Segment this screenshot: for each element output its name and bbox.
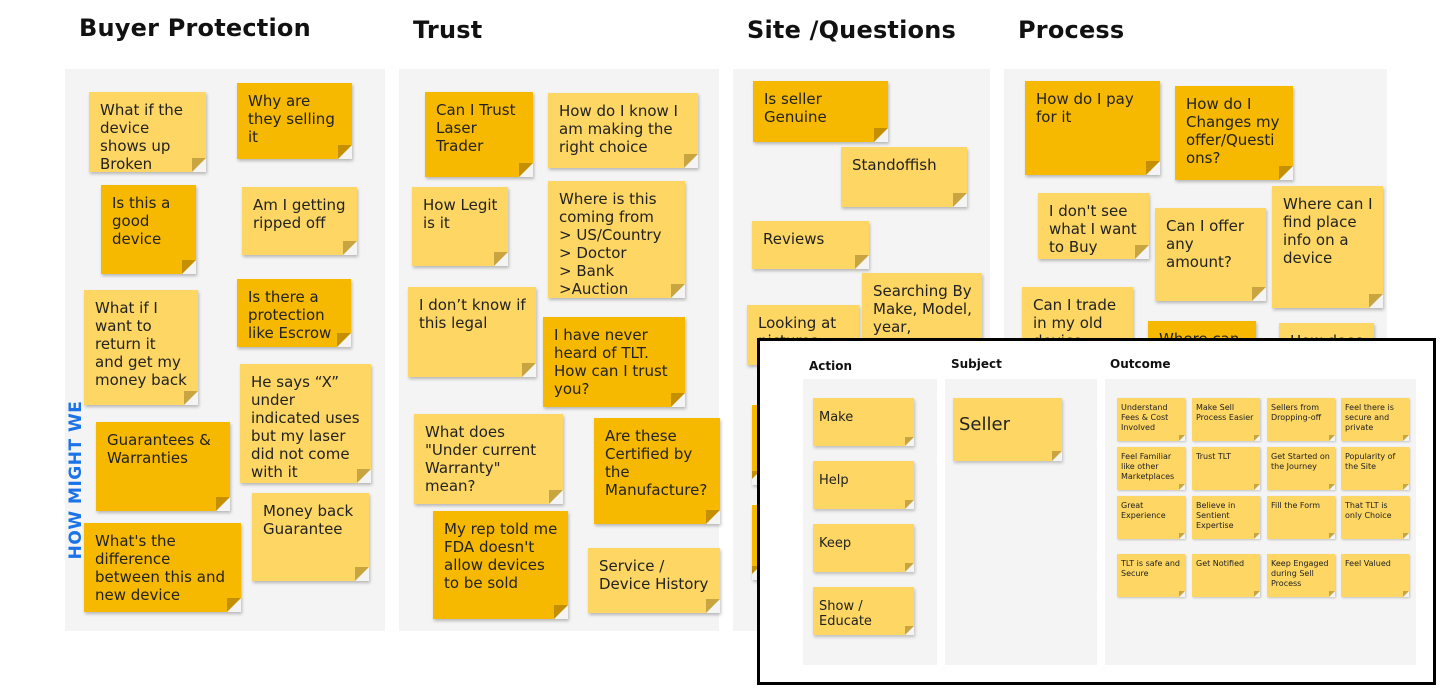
outcome-note[interactable]: Fill the Form <box>1267 496 1335 539</box>
subject-note-seller[interactable]: Seller <box>953 398 1062 461</box>
heading-buyer-protection: Buyer Protection <box>79 14 311 42</box>
sticky-note[interactable]: How do I Changes my offer/Questi ons? <box>1175 86 1293 180</box>
outcome-note[interactable]: Understand Fees & Cost Involved <box>1117 398 1185 441</box>
how-might-we-board: Action Subject Outcome Make Help Keep Sh… <box>757 338 1436 685</box>
sticky-note[interactable]: Money back Guarantee <box>252 493 369 581</box>
hmw-subject-header: Subject <box>951 357 1002 371</box>
sticky-note[interactable]: Is seller Genuine <box>753 81 888 142</box>
how-might-we-label: HOW MIGHT WE <box>66 400 86 560</box>
sticky-note[interactable]: Is this a good device <box>101 185 196 274</box>
outcome-note[interactable]: Trust TLT <box>1192 447 1260 490</box>
sticky-note[interactable]: Why are they selling it <box>237 83 352 159</box>
sticky-note[interactable]: I have never heard of TLT. How can I tru… <box>543 317 685 407</box>
outcome-note[interactable]: Popularity of the Site <box>1341 447 1409 490</box>
heading-site-questions: Site /Questions <box>747 16 956 44</box>
outcome-note[interactable]: Great Experience <box>1117 496 1185 539</box>
outcome-note[interactable]: Make Sell Process Easier <box>1192 398 1260 441</box>
sticky-note[interactable]: I don’t know if this legal <box>408 287 536 377</box>
sticky-note-partial <box>752 505 760 580</box>
action-note-help[interactable]: Help <box>813 461 914 509</box>
sticky-note[interactable]: How do I pay for it <box>1025 81 1160 175</box>
outcome-note[interactable]: Believe in Sentient Expertise <box>1192 496 1260 539</box>
outcome-note[interactable]: TLT is safe and Secure <box>1117 554 1185 597</box>
outcome-note[interactable]: Sellers from Dropping-off <box>1267 398 1335 441</box>
action-note-make[interactable]: Make <box>813 398 914 446</box>
sticky-note[interactable]: I don't see what I want to Buy <box>1038 193 1149 259</box>
outcome-note[interactable]: Feel Familiar like other Marketplaces <box>1117 447 1185 490</box>
outcome-note[interactable]: Get Notified <box>1192 554 1260 597</box>
sticky-note[interactable]: My rep told me FDA doesn't allow devices… <box>433 511 568 619</box>
outcome-note[interactable]: Get Started on the Journey <box>1267 447 1335 490</box>
sticky-note[interactable]: What's the difference between this and n… <box>84 523 241 612</box>
outcome-note[interactable]: Feel Valued <box>1341 554 1409 597</box>
hmw-action-header: Action <box>809 359 853 373</box>
sticky-note[interactable]: Is there a protection like Escrow <box>237 279 351 347</box>
sticky-note[interactable]: How do I know I am making the right choi… <box>548 93 698 168</box>
sticky-note[interactable]: Where can I find place info on a device <box>1272 186 1383 308</box>
sticky-note[interactable]: What if I want to return it and get my m… <box>84 290 198 405</box>
sticky-note[interactable]: Where is this coming from > US/Country >… <box>548 181 685 298</box>
sticky-note[interactable]: What does "Under current Warranty" mean? <box>414 414 563 504</box>
sticky-note[interactable]: Can I Trust Laser Trader <box>425 92 533 177</box>
action-note-show-educate[interactable]: Show / Educate <box>813 587 914 635</box>
heading-process: Process <box>1018 16 1125 44</box>
outcome-note[interactable]: Keep Engaged during Sell Process <box>1267 554 1335 597</box>
sticky-note[interactable]: Standoffish <box>841 147 967 207</box>
sticky-note[interactable]: How Legit is it <box>412 187 508 266</box>
heading-trust: Trust <box>413 16 483 44</box>
hmw-outcome-header: Outcome <box>1110 357 1171 371</box>
sticky-note-partial <box>752 405 760 485</box>
sticky-note[interactable]: Reviews <box>752 221 869 269</box>
outcome-note[interactable]: That TLT is only Choice <box>1341 496 1409 539</box>
outcome-note[interactable]: Feel there is secure and private <box>1341 398 1409 441</box>
sticky-note[interactable]: Can I offer any amount? <box>1155 208 1266 301</box>
action-note-keep[interactable]: Keep <box>813 524 914 572</box>
sticky-note[interactable]: He says “X” under indicated uses but my … <box>240 364 371 483</box>
sticky-note[interactable]: Am I getting ripped off <box>242 187 357 255</box>
sticky-note[interactable]: Service / Device History <box>588 548 720 613</box>
sticky-note[interactable]: Guarantees & Warranties <box>96 422 230 511</box>
sticky-note[interactable]: Are these Certified by the Manufacture? <box>594 418 720 524</box>
sticky-note[interactable]: What if the device shows up Broken <box>89 92 206 172</box>
